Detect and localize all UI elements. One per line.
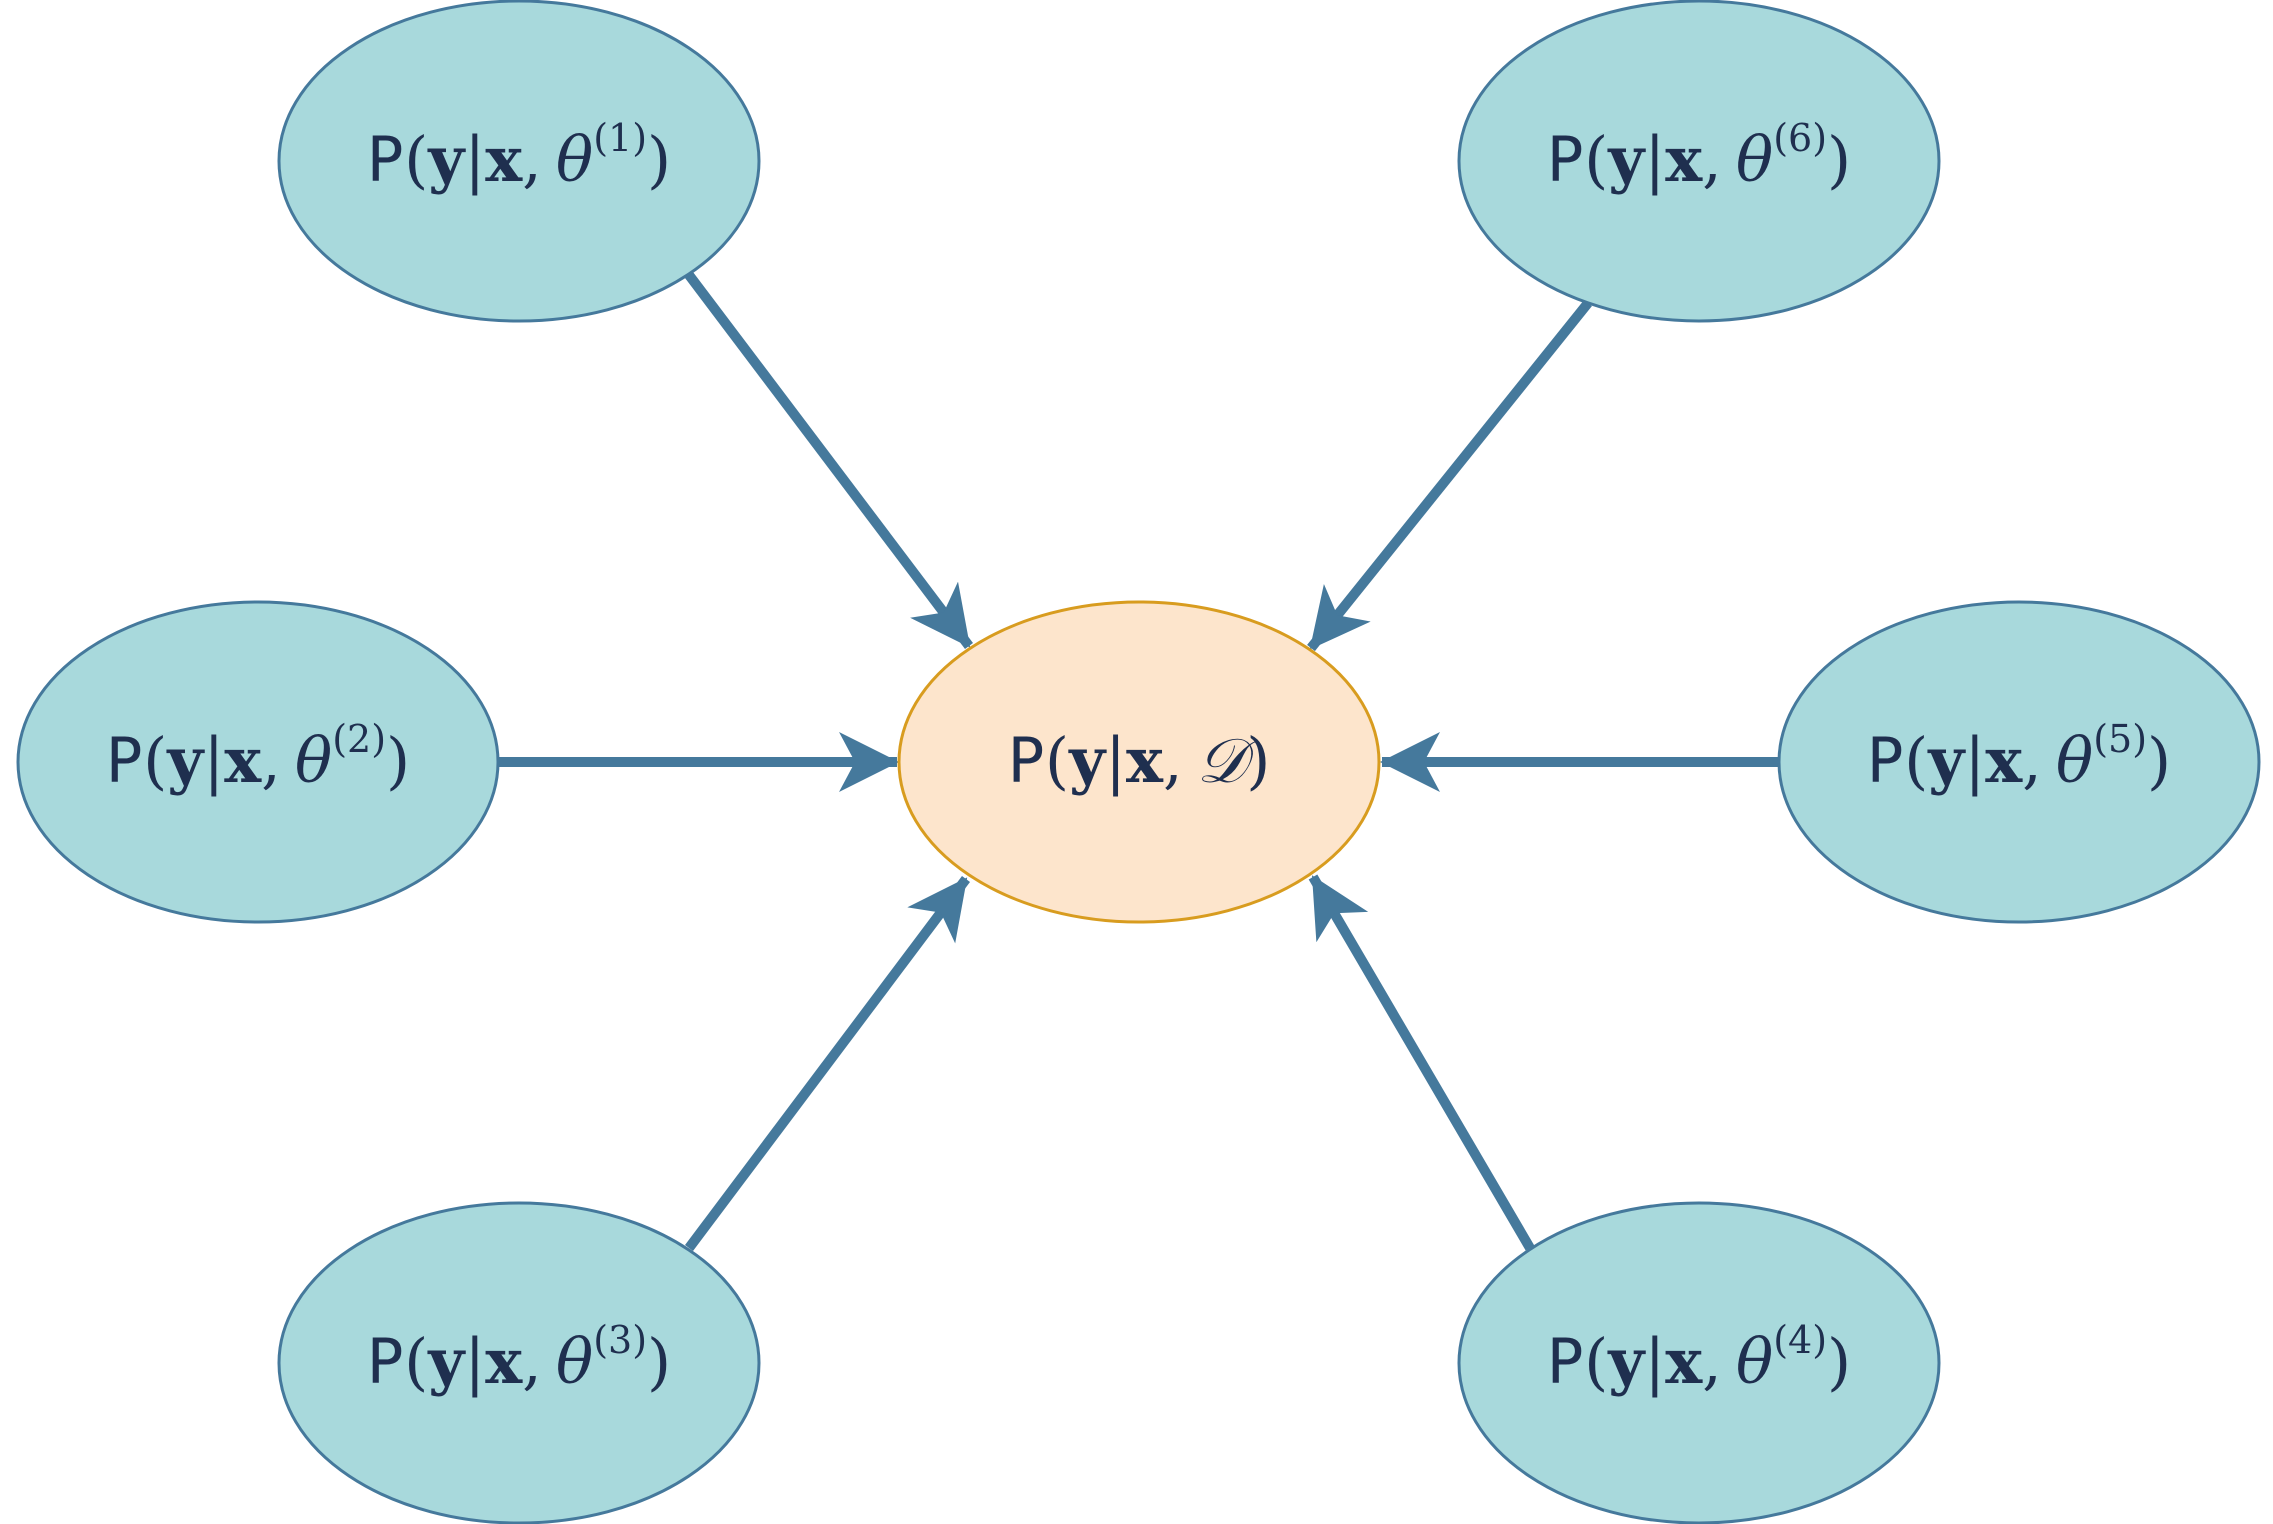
model-node-3-label: P(y|x,θ(3))	[367, 1318, 672, 1398]
model-node-5-shape	[1777, 600, 2261, 924]
arrow-model-4-to-center	[1308, 874, 1535, 1251]
arrow-model-6-to-center	[1307, 299, 1592, 652]
center-node: P(y|x,𝒟)	[897, 600, 1381, 924]
center-node-shape	[897, 600, 1381, 924]
center-node-label: P(y|x,𝒟)	[1008, 724, 1271, 797]
model-node-4-shape	[1457, 1201, 1941, 1524]
arrow-model-3-to-center	[685, 875, 970, 1252]
model-node-6-label: P(y|x,θ(6))	[1547, 116, 1852, 196]
model-node-1-label: P(y|x,θ(1))	[367, 116, 672, 196]
model-node-2-label: P(y|x,θ(2))	[106, 717, 411, 797]
model-node-5: P(y|x,θ(5))	[1777, 600, 2261, 924]
model-node-1: P(y|x,θ(1))	[277, 0, 761, 323]
model-node-3-shape	[277, 1201, 761, 1524]
model-node-4-label: P(y|x,θ(4))	[1547, 1318, 1852, 1398]
model-node-6: P(y|x,θ(6))	[1457, 0, 1941, 323]
model-node-2: P(y|x,θ(2))	[16, 600, 500, 924]
model-node-1-shape	[277, 0, 761, 323]
model-node-2-shape	[16, 600, 500, 924]
model-node-3: P(y|x,θ(3))	[277, 1201, 761, 1524]
arrow-model-1-to-center	[685, 271, 973, 650]
model-node-6-shape	[1457, 0, 1941, 323]
arrows	[498, 271, 1779, 1252]
model-node-5-label: P(y|x,θ(5))	[1867, 717, 2172, 797]
model-node-4: P(y|x,θ(4))	[1457, 1201, 1941, 1524]
